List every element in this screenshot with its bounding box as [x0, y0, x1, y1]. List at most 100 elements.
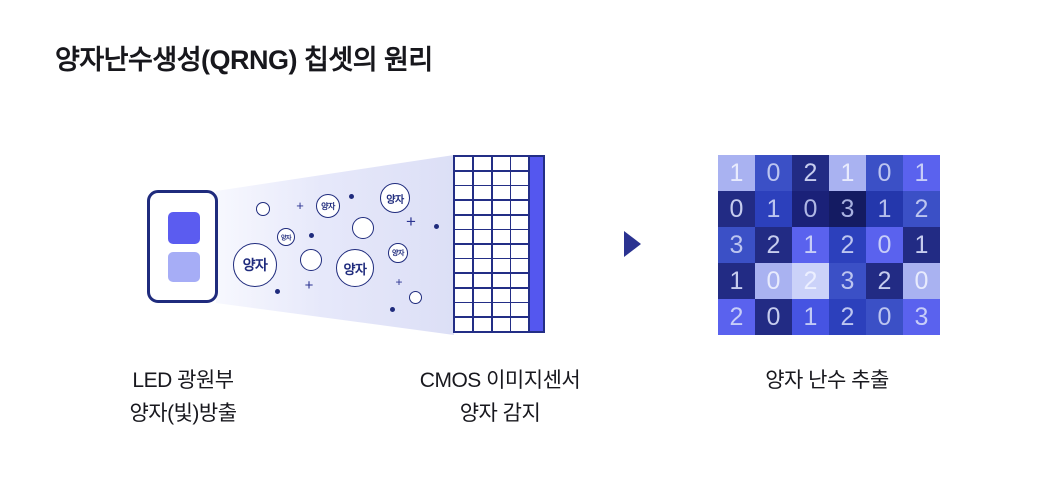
number-cell: 2 [792, 263, 829, 299]
number-cell: 3 [829, 263, 866, 299]
sensor-cell [511, 186, 529, 200]
number-cell: 1 [903, 155, 940, 191]
sensor-cell [511, 215, 529, 229]
sensor-cell [511, 171, 529, 185]
sensor-cell [473, 288, 491, 302]
number-cell: 1 [866, 191, 903, 227]
dot-particle [274, 288, 280, 294]
sensor-cell [492, 288, 510, 302]
plus-icon: + [296, 198, 304, 214]
sensor-cell [492, 274, 510, 288]
sensor-cell [455, 230, 473, 244]
number-cell: 3 [903, 299, 940, 335]
sensor-cell [473, 171, 491, 185]
number-cell: 2 [718, 299, 755, 335]
sensor-cell [511, 303, 529, 317]
photon-circle [408, 290, 422, 304]
arrow-right-icon [624, 231, 641, 257]
sensor-cell [511, 274, 529, 288]
caption-line: 양자 감지 [459, 402, 541, 425]
dot-particle [433, 223, 439, 229]
sensor-cell [473, 186, 491, 200]
number-cell: 1 [718, 263, 755, 299]
quantum-particle: 양자 [233, 243, 277, 287]
number-cell: 1 [718, 155, 755, 191]
number-cell: 2 [829, 299, 866, 335]
caption-line: LED 광원부 [132, 369, 234, 392]
sensor-cell [511, 259, 529, 273]
number-cell: 2 [755, 227, 792, 263]
sensor-cell [455, 274, 473, 288]
number-cell: 1 [903, 227, 940, 263]
sensor-cell [473, 215, 491, 229]
sensor-cell [473, 274, 491, 288]
sensor-cell [492, 230, 510, 244]
sensor-cell [492, 200, 510, 214]
sensor-cell [492, 244, 510, 258]
number-cell: 1 [829, 155, 866, 191]
photon-circle [256, 202, 270, 216]
number-cell: 0 [866, 227, 903, 263]
photon-circle [352, 217, 374, 239]
sensor-cell [473, 200, 491, 214]
sensor-cell [455, 157, 473, 171]
number-cell: 2 [866, 263, 903, 299]
number-cell: 0 [792, 191, 829, 227]
number-cell: 0 [755, 263, 792, 299]
sensor-cell [511, 200, 529, 214]
quantum-particle: 양자 [388, 243, 408, 263]
led-chip-light [168, 252, 200, 282]
number-cell: 1 [792, 299, 829, 335]
sensor-cell [473, 317, 491, 331]
sensor-cell [455, 317, 473, 331]
number-cell: 0 [755, 155, 792, 191]
number-cell: 2 [903, 191, 940, 227]
sensor-cell [455, 288, 473, 302]
sensor-cell [473, 303, 491, 317]
sensor-strip [530, 157, 543, 331]
sensor-cell [473, 244, 491, 258]
plus-icon: + [395, 274, 403, 289]
quantum-particle: 양자 [336, 249, 374, 287]
plus-icon: + [406, 212, 416, 232]
sensor-cell [492, 215, 510, 229]
number-cell: 1 [755, 191, 792, 227]
sensor-cell [511, 157, 529, 171]
led-module [147, 190, 218, 303]
number-cell: 3 [829, 191, 866, 227]
caption-cmos: CMOS 이미지센서 양자 감지 [385, 364, 615, 430]
sensor-cell [492, 259, 510, 273]
number-cell: 0 [755, 299, 792, 335]
quantum-particle: 양자 [316, 194, 340, 218]
number-cell: 0 [903, 263, 940, 299]
sensor-cell [511, 230, 529, 244]
number-cell: 1 [792, 227, 829, 263]
number-cell: 0 [718, 191, 755, 227]
dot-particle [308, 232, 314, 238]
sensor-cell [511, 317, 529, 331]
sensor-cell [511, 288, 529, 302]
sensor-cell [455, 259, 473, 273]
sensor-pixel-grid [455, 157, 529, 331]
caption-extract: 양자 난수 추출 [712, 364, 942, 397]
sensor-cell [455, 171, 473, 185]
quantum-particle: 양자 [380, 183, 410, 213]
caption-line: CMOS 이미지센서 [419, 369, 581, 392]
plus-icon: + [304, 277, 314, 295]
sensor-cell [455, 200, 473, 214]
caption-led: LED 광원부 양자(빛)방출 [68, 364, 298, 430]
caption-line: 양자 난수 추출 [765, 369, 889, 392]
sensor-cell [473, 157, 491, 171]
sensor-cell [473, 259, 491, 273]
sensor-cell [492, 303, 510, 317]
sensor-cell [473, 230, 491, 244]
sensor-cell [455, 303, 473, 317]
sensor-cell [455, 244, 473, 258]
page-title: 양자난수생성(QRNG) 칩셋의 원리 [55, 45, 433, 75]
number-cell: 0 [866, 155, 903, 191]
cmos-sensor [453, 155, 545, 333]
dot-particle [389, 306, 395, 312]
